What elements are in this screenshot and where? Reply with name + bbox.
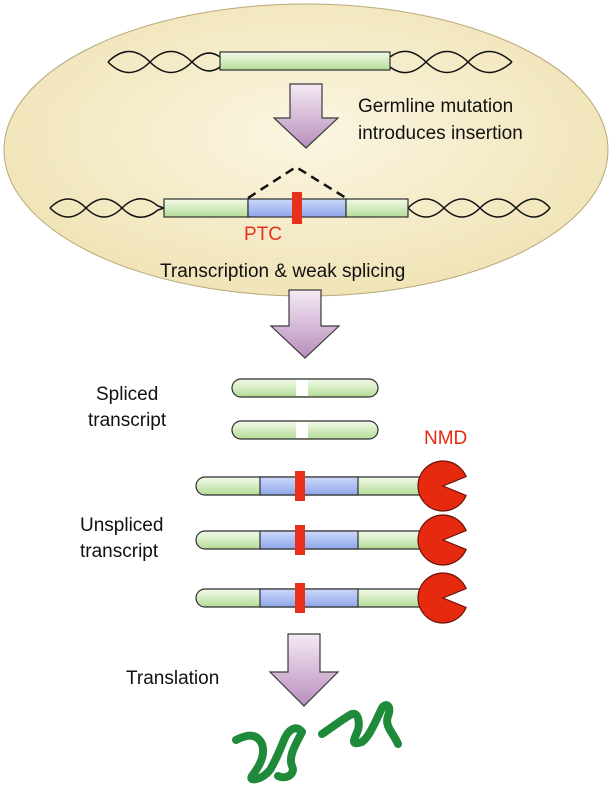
spliced-transcript-2	[231, 420, 379, 440]
splice-dashed-line	[247, 165, 347, 200]
pacman-icon	[417, 572, 467, 624]
down-arrow-2	[269, 289, 341, 359]
exon-mutant-left	[163, 198, 249, 218]
dna-helix-left-b	[107, 50, 221, 74]
insertion-segment	[259, 476, 359, 496]
splice-junction	[296, 422, 308, 438]
dna-helix-left-mutant-b	[49, 198, 165, 218]
dna-helix-left-mutant	[49, 198, 165, 218]
spliced-label-1: Spliced	[96, 384, 158, 405]
genome-ellipse	[3, 3, 609, 297]
exon-wildtype	[219, 51, 391, 71]
spliced-label-2: transcript	[88, 410, 167, 431]
wildtype-gene	[107, 50, 513, 74]
unspliced-transcript-1	[195, 460, 467, 512]
translation-label: Translation	[126, 668, 219, 689]
dna-helix-right-mutant-b	[407, 198, 551, 218]
dna-helix-left	[107, 50, 221, 74]
spliced-transcript-1	[231, 378, 379, 398]
exon-mutant-right	[345, 198, 409, 218]
dna-helix-right	[389, 50, 513, 74]
protein-squiggle-icon	[318, 701, 402, 748]
nmd-label: NMD	[424, 428, 467, 449]
pacman-icon	[417, 514, 467, 566]
ptc-marker	[295, 525, 305, 555]
down-arrow-1	[272, 83, 340, 149]
insertion-segment	[259, 588, 359, 608]
unspliced-transcript-2	[195, 514, 467, 566]
pacman-icon	[417, 460, 467, 512]
unspliced-transcript-3	[195, 572, 467, 624]
ptc-marker	[292, 192, 302, 224]
protein-squiggle-icon	[232, 724, 306, 784]
ptc-marker	[295, 583, 305, 613]
insertion-segment	[259, 530, 359, 550]
germline-label-1: Germline mutation	[358, 96, 513, 117]
ptc-label: PTC	[244, 224, 282, 245]
dna-helix-right-b	[389, 50, 513, 74]
mutant-gene	[49, 198, 551, 218]
splice-junction	[296, 380, 308, 396]
ptc-marker	[295, 471, 305, 501]
germline-label-2: introduces insertion	[358, 123, 523, 144]
transcription-label: Transcription & weak splicing	[160, 261, 405, 282]
unspliced-label-2: transcript	[80, 541, 159, 562]
unspliced-label-1: Unspliced	[80, 515, 163, 536]
down-arrow-3	[268, 633, 340, 707]
